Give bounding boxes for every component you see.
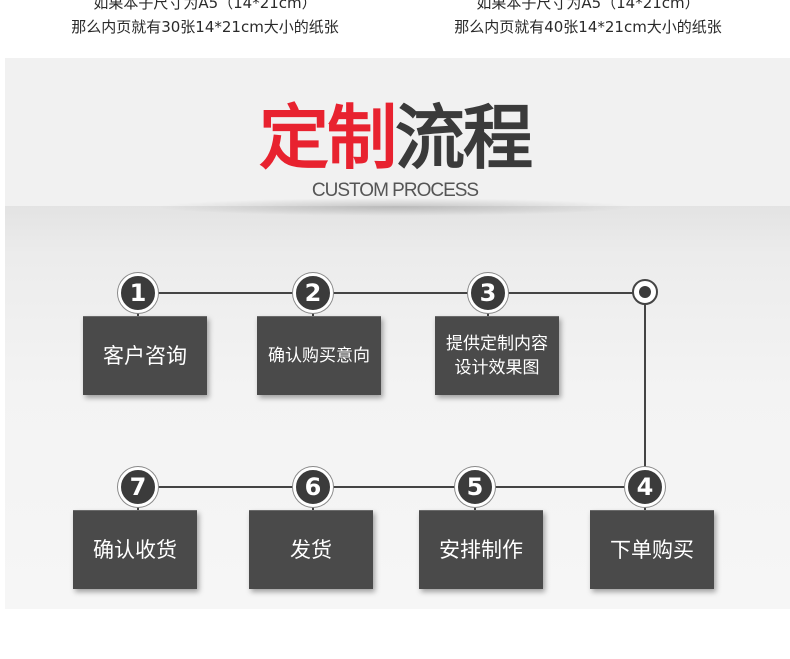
step-1-box: 客户咨询 bbox=[83, 316, 207, 395]
step-4-box: 下单购买 bbox=[590, 510, 714, 589]
title-red-part: 定制 bbox=[259, 97, 397, 179]
step-6-label: 发货 bbox=[290, 538, 332, 562]
note-right-line2: 那么内页就有40张14*21cm大小的纸张 bbox=[454, 18, 722, 36]
step-4-label: 下单购买 bbox=[610, 538, 694, 562]
top-note-left: 如果本子尺寸为A5（14*21cm） 那么内页就有30张14*21cm大小的纸张 bbox=[25, 0, 385, 39]
step-5-box: 安排制作 bbox=[419, 510, 543, 589]
step-4-badge: 4 bbox=[625, 467, 665, 507]
step-5-label: 安排制作 bbox=[439, 538, 523, 562]
step-1-badge: 1 bbox=[118, 273, 158, 313]
step-2-box: 确认购买意向 bbox=[257, 316, 381, 395]
note-left-line1: 如果本子尺寸为A5（14*21cm） bbox=[93, 0, 317, 12]
step-5-badge: 5 bbox=[455, 467, 495, 507]
step-2-label: 确认购买意向 bbox=[268, 346, 370, 366]
band-shadow bbox=[155, 198, 635, 216]
title-dark-part: 流程 bbox=[395, 97, 533, 179]
step-7-badge: 7 bbox=[118, 467, 158, 507]
page-subtitle: CUSTOM PROCESS bbox=[311, 180, 479, 201]
step-2-badge: 2 bbox=[293, 273, 333, 313]
step-7-label: 确认收货 bbox=[93, 538, 177, 562]
step-3-label-line2: 设计效果图 bbox=[454, 358, 540, 378]
page-title: 定制流程 bbox=[0, 98, 790, 178]
note-right-line1: 如果本子尺寸为A5（14*21cm） bbox=[476, 0, 700, 12]
flow-connector bbox=[138, 292, 646, 488]
step-6-badge: 6 bbox=[293, 467, 333, 507]
top-note-right: 如果本子尺寸为A5（14*21cm） 那么内页就有40张14*21cm大小的纸张 bbox=[408, 0, 768, 39]
step-3-box: 提供定制内容 设计效果图 bbox=[435, 316, 559, 395]
step-6-box: 发货 bbox=[249, 510, 373, 589]
flow-end-dot bbox=[632, 279, 658, 305]
step-1-label: 客户咨询 bbox=[103, 344, 187, 368]
step-7-box: 确认收货 bbox=[73, 510, 197, 589]
step-3-label-line1: 提供定制内容 bbox=[446, 334, 548, 354]
note-left-line2: 那么内页就有30张14*21cm大小的纸张 bbox=[71, 18, 339, 36]
step-3-badge: 3 bbox=[468, 273, 508, 313]
